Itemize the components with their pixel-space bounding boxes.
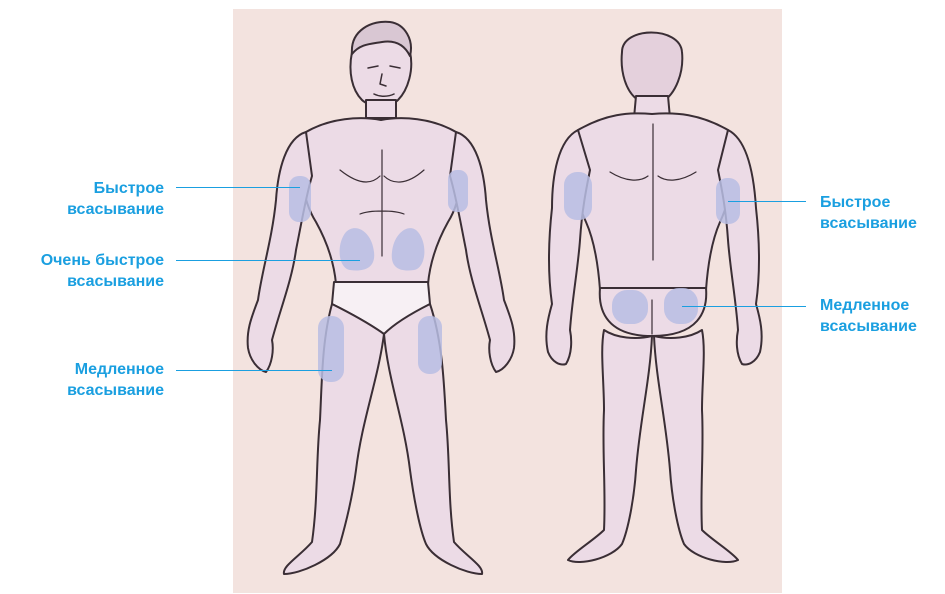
label-line2: всасывание <box>30 380 164 401</box>
leader-right-fast <box>728 201 806 202</box>
zone-front-upper-arm-left <box>289 176 311 222</box>
label-line1: Быстрое <box>820 192 917 213</box>
leader-left-fast <box>176 187 300 188</box>
back-figure <box>546 33 761 563</box>
zone-front-thigh-right <box>418 316 442 374</box>
zone-front-thigh-left <box>318 316 344 382</box>
zone-front-upper-arm-right <box>448 170 468 212</box>
front-arm-left <box>248 132 312 372</box>
label-fast-absorption-left: Быстрое всасывание <box>46 178 164 220</box>
zone-back-upper-arm-left <box>564 172 592 220</box>
back-head <box>622 33 683 105</box>
front-neck <box>366 100 396 118</box>
leader-right-slow <box>682 306 806 307</box>
leader-left-very-fast <box>176 260 360 261</box>
back-arm-right <box>718 130 762 365</box>
label-line2: всасывание <box>6 271 164 292</box>
label-line2: всасывание <box>46 199 164 220</box>
zone-buttock-left <box>612 290 648 324</box>
back-arm-left <box>546 130 590 365</box>
label-line1: Медленное <box>30 359 164 380</box>
label-line1: Очень быстрое <box>6 250 164 271</box>
label-line1: Медленное <box>820 295 917 316</box>
back-leg-right <box>654 330 738 562</box>
label-fast-absorption-right: Быстрое всасывание <box>820 192 917 234</box>
label-very-fast-absorption: Очень быстрое всасывание <box>6 250 164 292</box>
label-line1: Быстрое <box>46 178 164 199</box>
label-line2: всасывание <box>820 316 917 337</box>
label-slow-absorption-left: Медленное всасывание <box>30 359 164 401</box>
front-figure <box>248 22 515 574</box>
back-leg-left <box>568 330 652 562</box>
label-line2: всасывание <box>820 213 917 234</box>
label-slow-absorption-right: Медленное всасывание <box>820 295 917 337</box>
leader-left-slow <box>176 370 332 371</box>
front-arm-right <box>450 132 514 372</box>
